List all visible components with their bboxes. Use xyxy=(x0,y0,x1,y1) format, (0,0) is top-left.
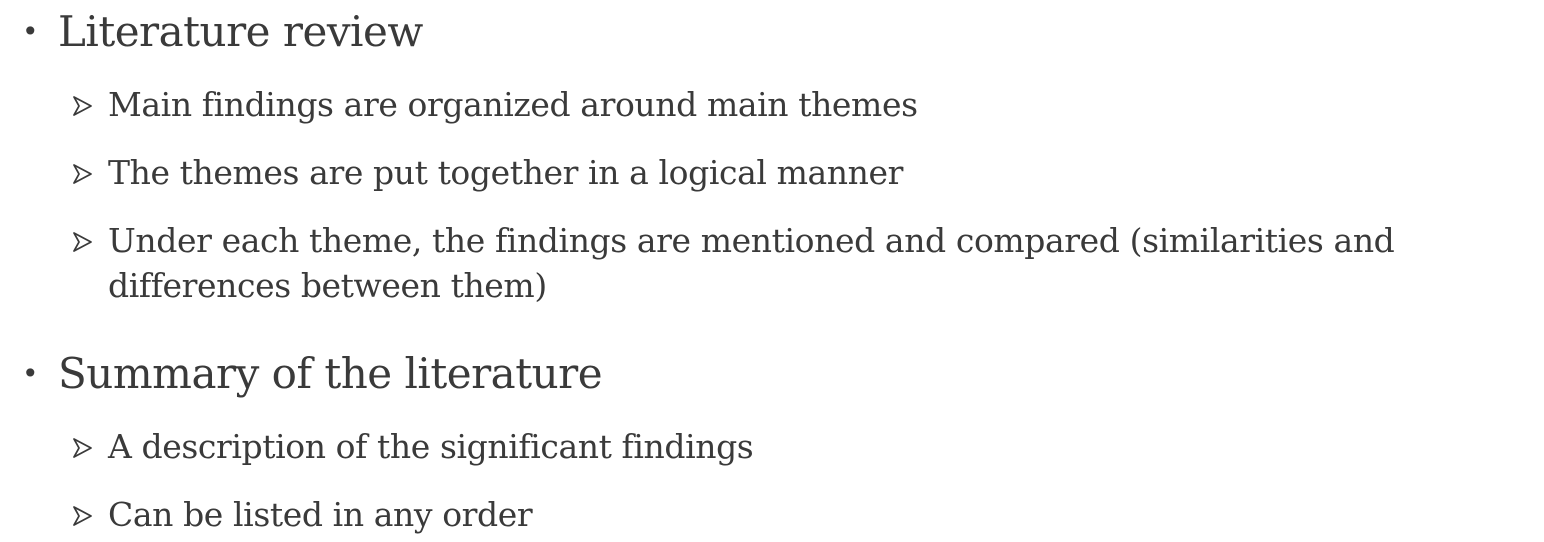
bullet-item-literature-review: • Literature review xyxy=(0,2,1544,62)
sub-bullet-text: A description of the significant finding… xyxy=(108,427,754,466)
arrowhead-bullet-icon xyxy=(73,506,92,526)
bullet-icon: • xyxy=(22,15,39,48)
arrowhead-bullet-icon xyxy=(73,232,92,252)
arrowhead-bullet-icon xyxy=(73,438,92,458)
sub-bullet-text: Can be listed in any order xyxy=(108,495,533,534)
bullet-heading: Summary of the literature xyxy=(58,349,603,398)
sub-bullet-text: The themes are put together in a logical… xyxy=(108,153,904,192)
arrowhead-bullet-icon xyxy=(73,164,92,184)
bullet-heading: Literature review xyxy=(58,7,423,56)
bullet-icon: • xyxy=(22,357,39,390)
arrowhead-bullet-icon xyxy=(73,96,92,116)
sub-bullet-text: Main findings are organized around main … xyxy=(108,85,918,124)
bullet-item-summary-of-literature: • Summary of the literature xyxy=(0,344,1544,404)
sub-bullet-text: Under each theme, the findings are menti… xyxy=(108,221,1395,305)
